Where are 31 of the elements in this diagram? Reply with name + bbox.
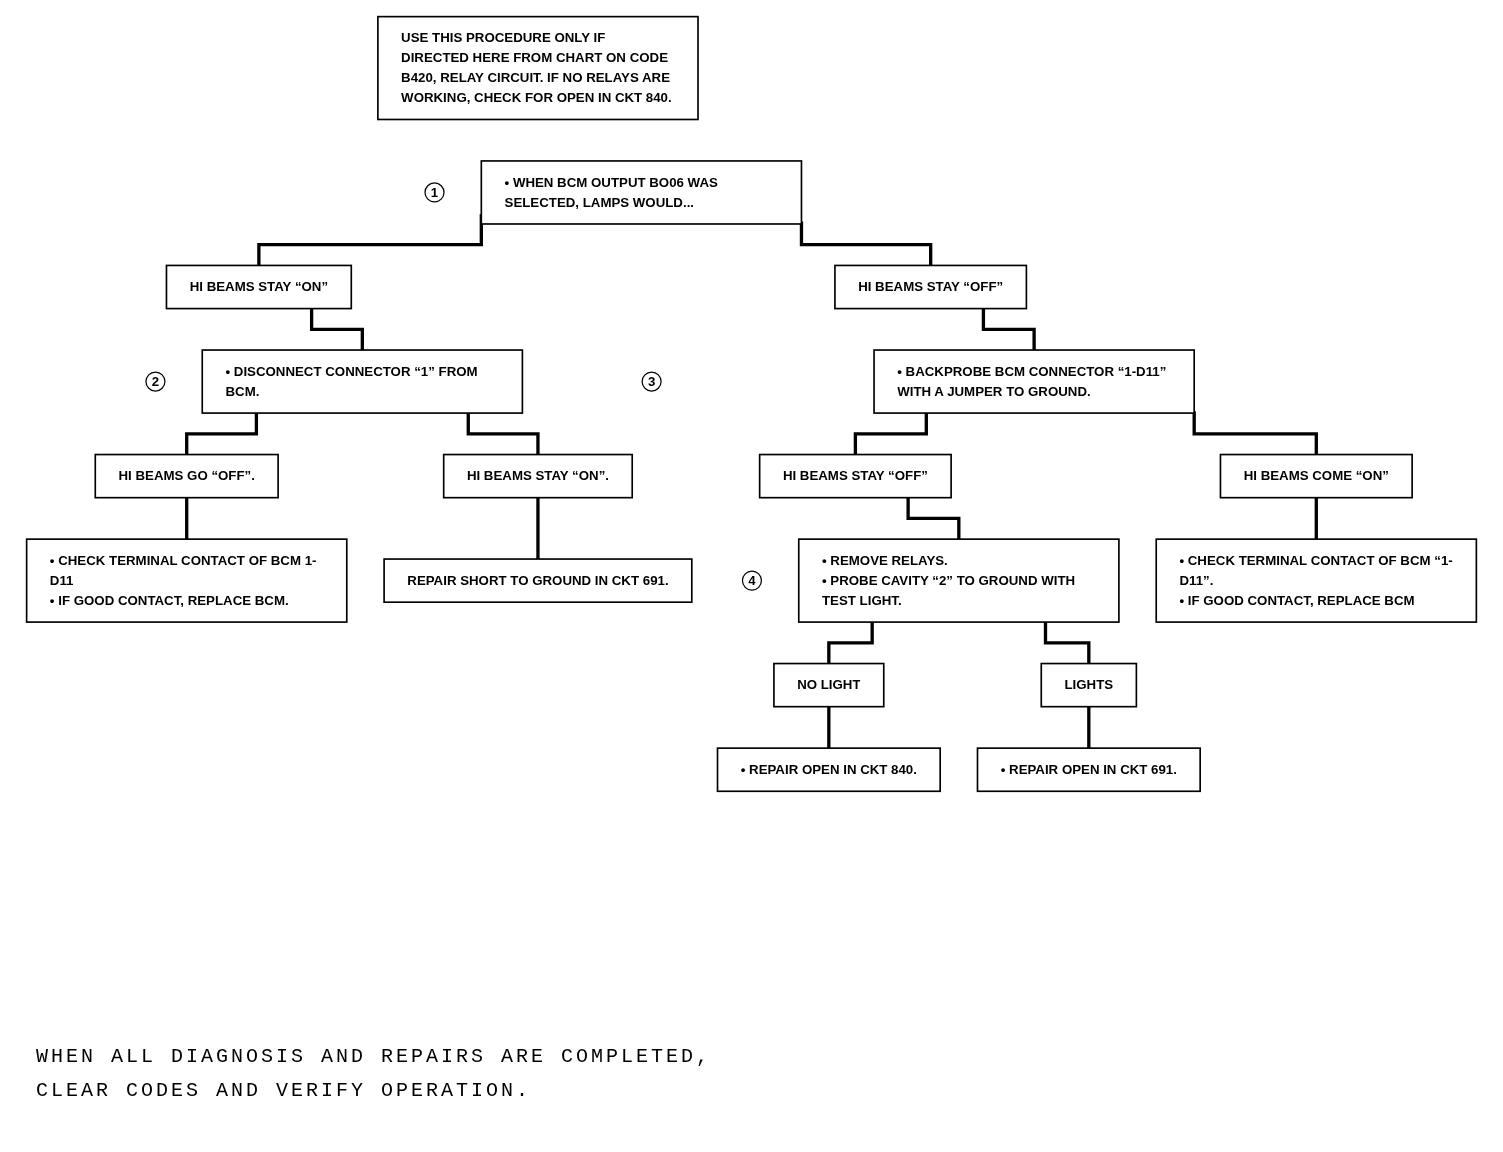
note-text: WHEN ALL DIAGNOSIS AND REPAIRS ARE COMPLETED, CLEAR CODES AND VERIFY OPERATION.	[36, 1044, 713, 1104]
node-box: NO LIGHT	[773, 662, 885, 708]
node-box: HI BEAMS STAY “ON”.	[442, 453, 634, 499]
connector	[1314, 497, 1318, 541]
node-circle: 4	[741, 570, 763, 591]
node-box: • DISCONNECT CONNECTOR “1” FROM BCM.	[201, 349, 524, 414]
node-circle: 3	[641, 371, 662, 392]
node-box: • BACKPROBE BCM CONNECTOR “1-D11” WITH A JUMPER TO GROUND.	[873, 349, 1195, 414]
connector	[536, 497, 540, 561]
connector	[827, 706, 831, 750]
node-box: HI BEAMS STAY “OFF”	[758, 453, 952, 499]
node-box: HI BEAMS COME “ON”	[1219, 453, 1413, 499]
node-box: REPAIR SHORT TO GROUND IN CKT 691.	[383, 558, 693, 603]
node-box: • CHECK TERMINAL CONTACT OF BCM 1-D11 • IF GOOD CONTACT, REPLACE BCM.	[25, 538, 348, 623]
node-box: HI BEAMS STAY “OFF”	[834, 264, 1028, 310]
node-circle: 1	[424, 182, 445, 203]
node-circle: 2	[145, 371, 166, 392]
node-box: • REPAIR OPEN IN CKT 691.	[976, 747, 1201, 793]
node-box: • REPAIR OPEN IN CKT 840.	[716, 747, 941, 793]
node-box: HI BEAMS STAY “ON”	[165, 264, 353, 310]
node-box: HI BEAMS GO “OFF”.	[94, 453, 279, 499]
node-box: LIGHTS	[1040, 662, 1138, 708]
connector	[906, 497, 961, 541]
connector	[309, 308, 364, 352]
node-box: USE THIS PROCEDURE ONLY IF DIRECTED HERE FROM CHART ON CODE B420, RELAY CIRCUIT. IF NO RELAYS ARE WORKING, CHECK FOR OPEN IN CKT 840.	[377, 15, 699, 121]
connector	[185, 497, 189, 541]
connector	[1087, 706, 1091, 750]
connector	[981, 308, 1036, 352]
node-box: • WHEN BCM OUTPUT BO06 WAS SELECTED, LAMPS WOULD...	[480, 160, 803, 225]
node-box: • REMOVE RELAYS. • PROBE CAVITY “2” TO GROUND WITH TEST LIGHT.	[797, 538, 1120, 623]
node-box: • CHECK TERMINAL CONTACT OF BCM “1-D11”. • IF GOOD CONTACT, REPLACE BCM	[1155, 538, 1478, 623]
